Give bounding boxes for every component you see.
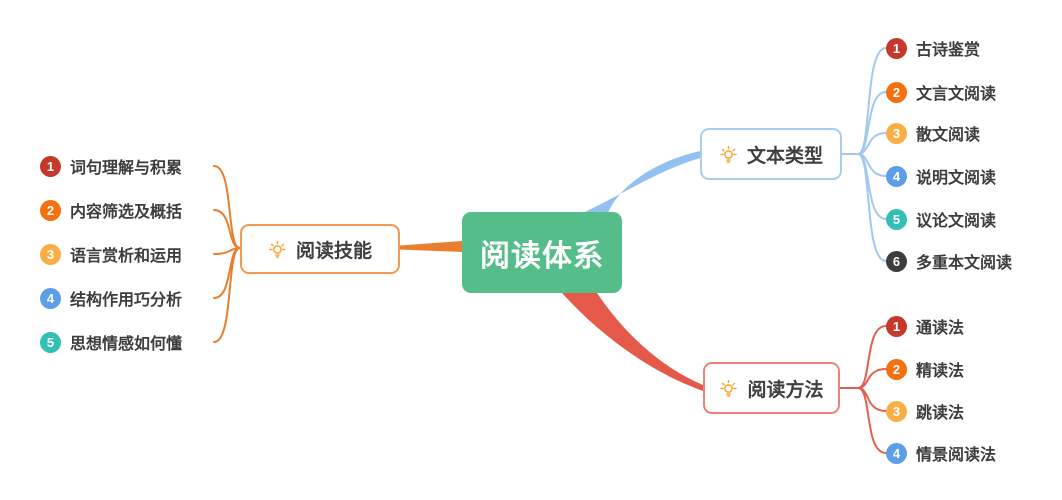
number-badge: 2 [886,81,907,103]
mindmap-item[interactable]: 5 议论文阅读 [886,208,996,230]
item-label: 精读法 [916,363,965,380]
lightbulb-icon [719,379,738,398]
branch-label: 阅读技能 [295,240,372,262]
item-label: 思想情感如何懂 [70,336,183,353]
mindmap-item[interactable]: 2 文言文阅读 [886,81,996,103]
number-badge: 3 [40,243,61,265]
number-badge: 5 [886,208,907,230]
mindmap-item[interactable]: 5 思想情感如何懂 [40,331,182,353]
mindmap-item[interactable]: 3 语言赏析和运用 [40,243,182,265]
central-topic[interactable]: 阅读体系 [462,212,622,293]
number-badge: 1 [886,37,907,59]
item-label: 古诗鉴赏 [916,42,981,59]
branch-label: 阅读方法 [747,379,824,401]
number-badge: 4 [886,165,907,187]
item-label: 通读法 [916,320,965,337]
item-label: 词句理解与积累 [70,160,183,177]
skills-item-connectors [213,165,241,343]
lightbulb-icon [719,145,738,164]
mindmap-item[interactable]: 1 通读法 [886,315,964,337]
item-label: 散文阅读 [916,127,981,144]
number-badge: 1 [40,155,61,177]
lightbulb-icon [268,240,287,259]
number-badge: 2 [886,358,907,380]
number-badge: 3 [886,400,907,422]
item-label: 多重本文阅读 [916,255,1013,272]
mindmap-item[interactable]: 6 多重本文阅读 [886,250,1012,272]
mindmap-item[interactable]: 4 结构作用巧分析 [40,287,182,309]
mindmap-item[interactable]: 4 说明文阅读 [886,165,996,187]
connector-central-types [583,151,700,213]
mindmap-item[interactable]: 3 散文阅读 [886,122,980,144]
connector-central-methods [562,293,703,391]
item-label: 文言文阅读 [916,86,997,103]
number-badge: 3 [886,122,907,144]
mindmap-item[interactable]: 3 跳读法 [886,400,964,422]
number-badge: 4 [886,442,907,464]
item-label: 内容筛选及概括 [70,204,183,221]
mindmap-item[interactable]: 2 内容筛选及概括 [40,199,182,221]
item-label: 跳读法 [916,405,965,422]
connector-central-skills [400,241,462,252]
item-label: 情景阅读法 [916,447,997,464]
number-badge: 5 [40,331,61,353]
methods-item-connectors [839,325,887,454]
branch-node-reading-methods[interactable]: 阅读方法 [703,362,840,414]
item-label: 议论文阅读 [916,213,997,230]
item-label: 语言赏析和运用 [70,248,183,265]
branch-node-reading-skills[interactable]: 阅读技能 [240,224,400,274]
mindmap-item[interactable]: 4 情景阅读法 [886,442,996,464]
types-item-connectors [841,47,887,262]
number-badge: 6 [886,250,907,272]
item-label: 结构作用巧分析 [70,292,183,309]
branch-node-text-types[interactable]: 文本类型 [700,128,842,180]
branch-label: 文本类型 [746,145,823,167]
number-badge: 2 [40,199,61,221]
item-label: 说明文阅读 [916,170,997,187]
mindmap-item[interactable]: 1 古诗鉴赏 [886,37,980,59]
number-badge: 4 [40,287,61,309]
number-badge: 1 [886,315,907,337]
mindmap-item[interactable]: 1 词句理解与积累 [40,155,182,177]
mindmap-item[interactable]: 2 精读法 [886,358,964,380]
